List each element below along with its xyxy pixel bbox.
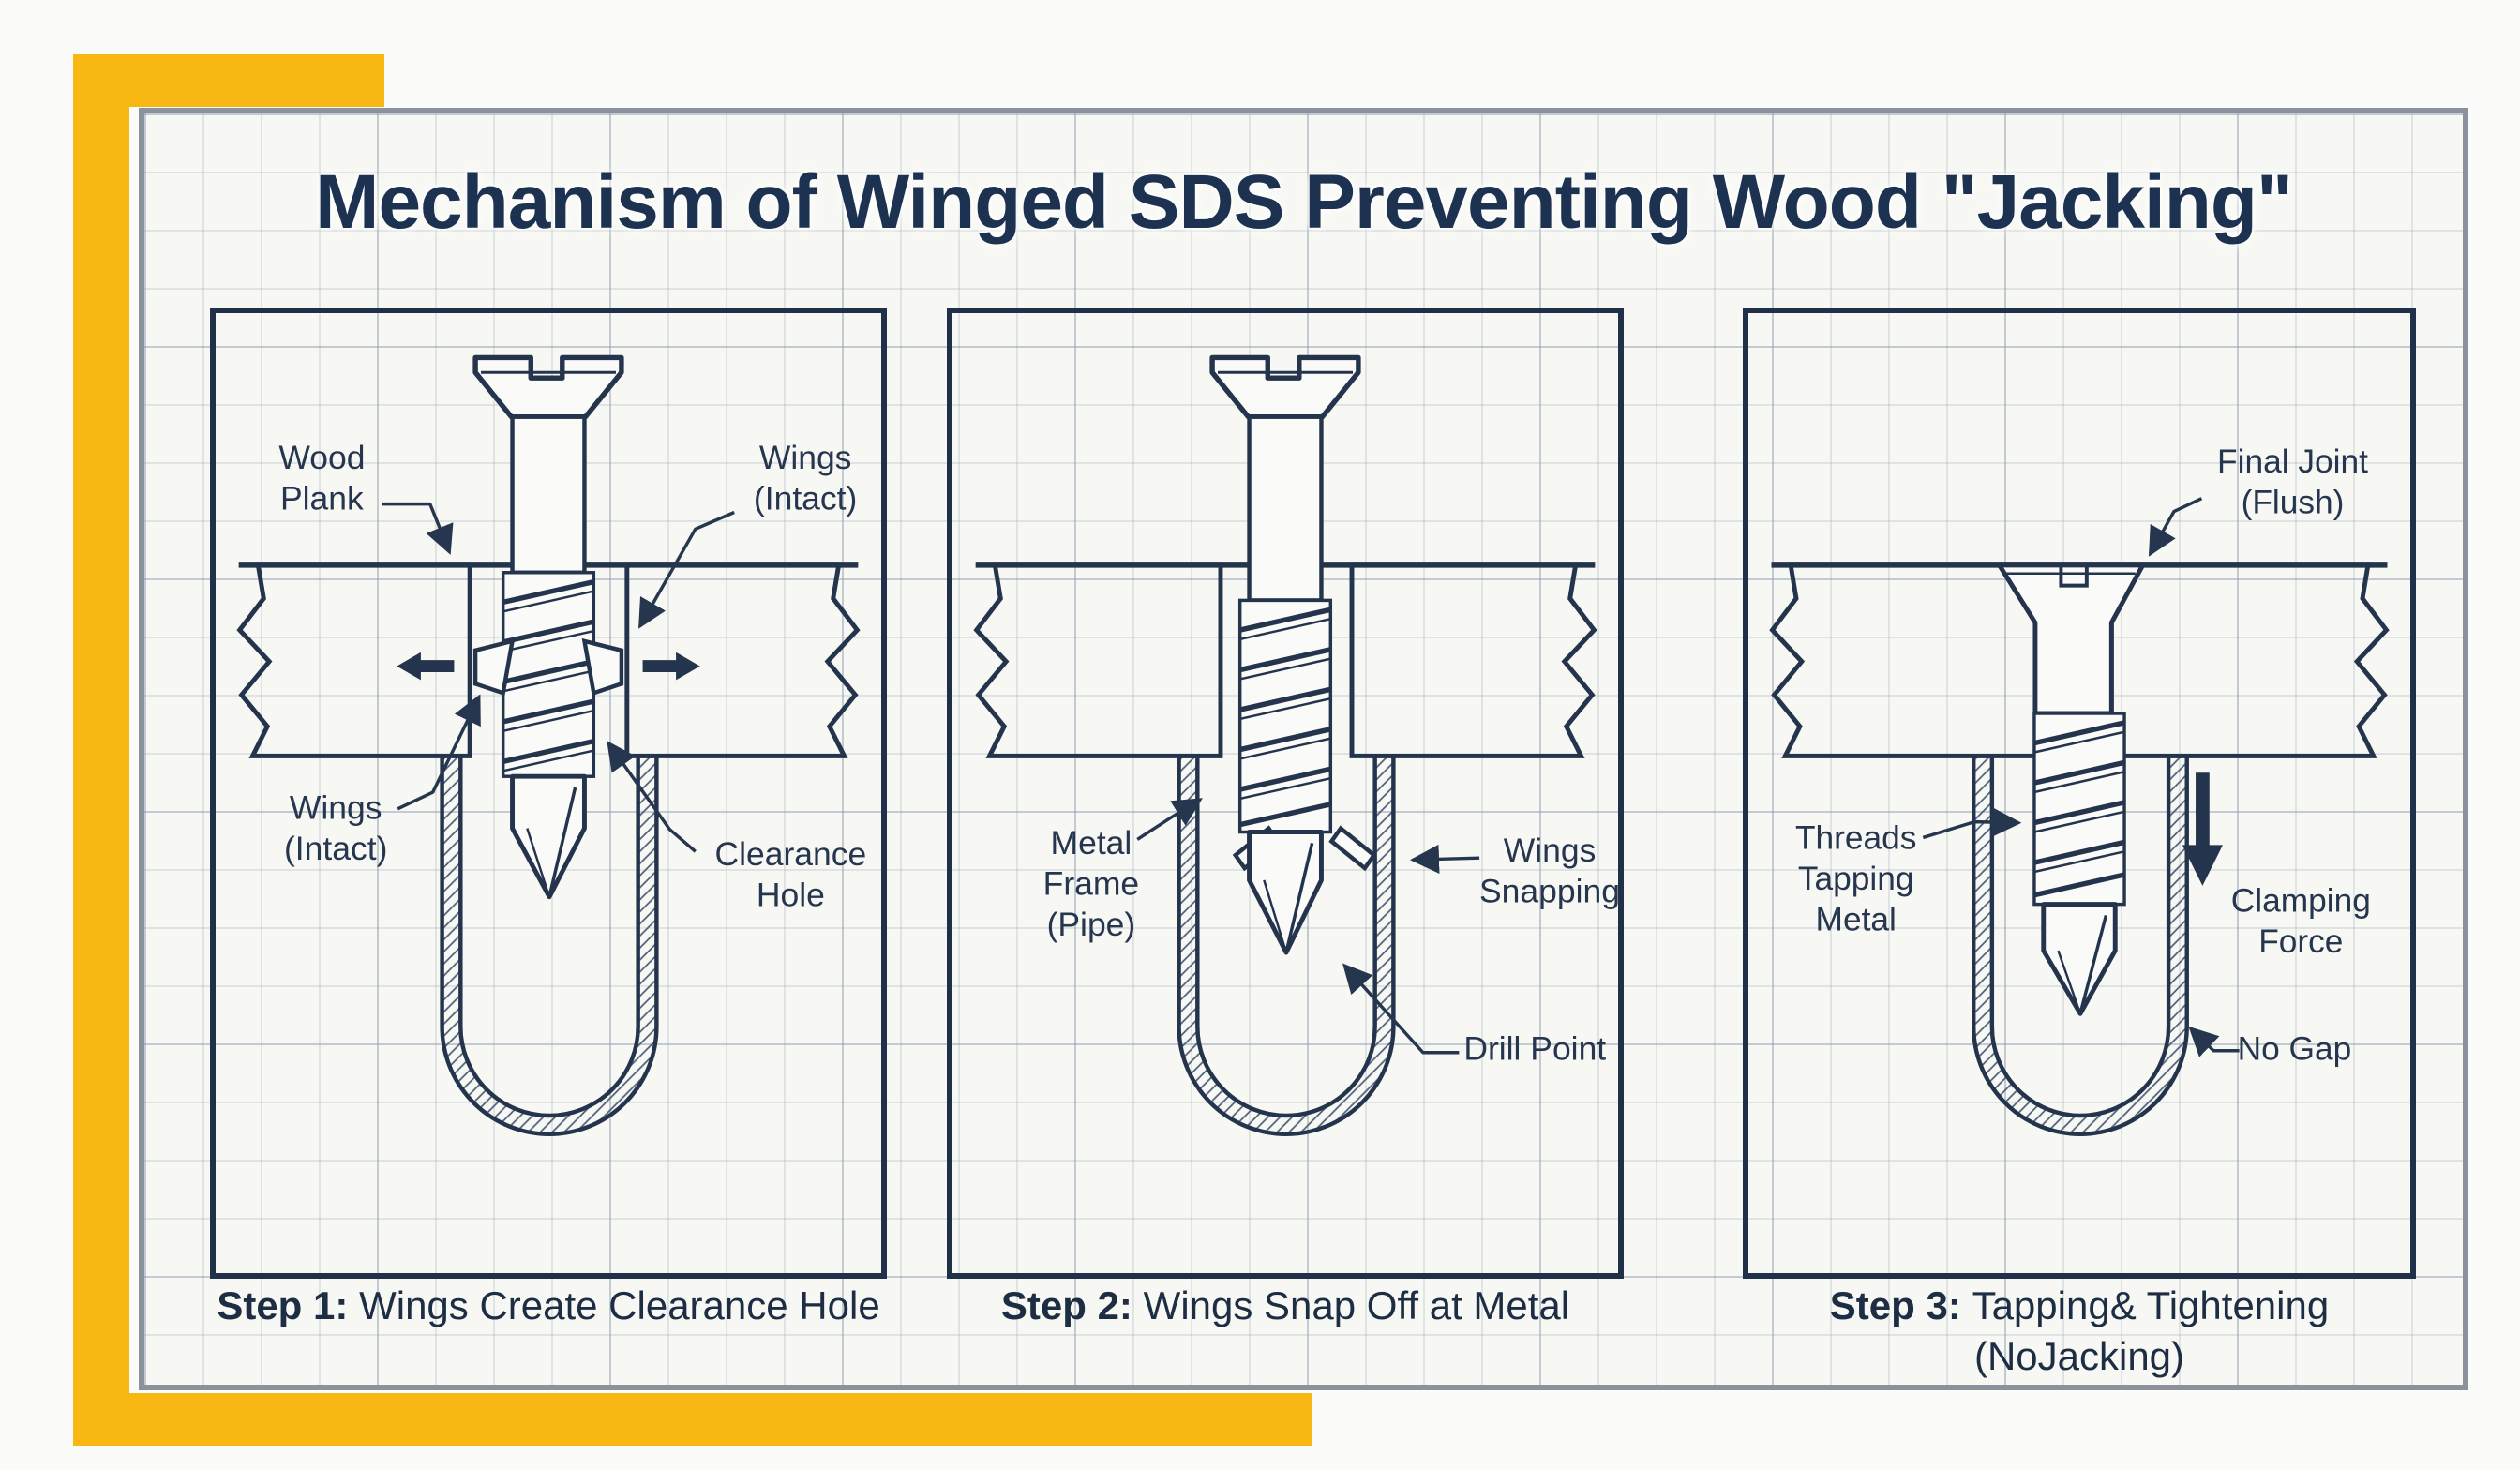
label-wings-intact-bottom: Wings: [290, 789, 382, 827]
label-drill-point: Drill Point: [1463, 1030, 1606, 1068]
leader-final-joint: [2148, 497, 2203, 557]
leader-drill-point: [1342, 963, 1460, 1055]
expansion-arrow-right: [642, 652, 700, 681]
screw-threads: [1239, 607, 1331, 828]
caption-step-1-bold: Step 1:: [217, 1283, 349, 1328]
drill-point: [1247, 830, 1324, 955]
label-clearance-hole: Clearance: [714, 835, 866, 873]
leader-no-gap: [2188, 1026, 2240, 1058]
leader-wings-top: [638, 510, 735, 629]
wood-plank-left: [1769, 562, 2038, 758]
metal-pipe: [1177, 754, 1396, 1136]
figure-step-1: Wood Plank Wings (Intact) Wings (Intact)…: [210, 308, 887, 1279]
wood-plank-right: [2108, 562, 2390, 758]
drill-point-flute-2: [526, 828, 551, 898]
leader-threads-tapping: [1922, 807, 2022, 840]
wood-plank-left: [973, 562, 1223, 758]
caption-step-2: Step 2:Wings Snap Off at Metal: [947, 1281, 1624, 1331]
label-threads-tapping-2: Tapping: [1798, 860, 1914, 897]
screw: [472, 354, 624, 900]
drill-point: [510, 773, 587, 900]
clamping-force-arrow: [2182, 772, 2223, 886]
caption-step-3: Step 3:Tapping& Tightening (NoJacking): [1743, 1281, 2416, 1382]
metal-pipe: [440, 754, 659, 1136]
caption-step-3-line2: (NoJacking): [1973, 1333, 2185, 1378]
screw: [1997, 562, 2146, 1016]
accent-bar-bottom: [73, 1393, 1312, 1446]
wing-right: [581, 638, 624, 697]
wing-left: [472, 638, 516, 697]
label-wings-intact-bottom-2: (Intact): [284, 830, 387, 867]
label-clamping-force: Clamping: [2231, 881, 2371, 919]
label-wings-intact-top: Wings: [759, 439, 852, 476]
screw-head: [472, 354, 624, 420]
screw-shank: [510, 414, 587, 575]
drill-point-flute-2: [1263, 879, 1288, 953]
accent-bar-left: [73, 54, 129, 1444]
screw-threads: [502, 578, 594, 772]
caption-step-2-bold: Step 2:: [1000, 1283, 1132, 1328]
caption-step-1: Step 1:Wings Create Clearance Hole: [210, 1281, 887, 1331]
screw-head-slot: [2059, 564, 2089, 588]
figure-step-3: Final Joint (Flush) Threads Tapping Meta…: [1743, 308, 2416, 1279]
accent-bar-top: [73, 54, 384, 107]
snapped-wing-right: [1328, 825, 1377, 872]
label-clamping-force-2: Force: [2258, 922, 2343, 960]
label-threads-tapping: Threads: [1795, 818, 1916, 856]
drill-point-flute: [2078, 915, 2108, 1014]
label-threads-tapping-3: Metal: [1816, 900, 1897, 938]
drill-point: [2041, 902, 2118, 1016]
diagram-step-1: Wood Plank Wings (Intact) Wings (Intact)…: [236, 354, 866, 1136]
leader-wings-snapping: [1409, 844, 1480, 874]
label-final-joint: Final Joint: [2217, 442, 2368, 480]
wood-plank-left: [236, 562, 472, 758]
label-wings-snapping-2: Snapping: [1479, 873, 1618, 910]
wood-plank-right: [1349, 562, 1598, 758]
expansion-arrow-left: [397, 652, 455, 681]
leader-metal-frame: [1136, 798, 1203, 841]
caption-step-3-text: Tapping& Tightening: [1972, 1283, 2330, 1328]
drill-point-flute: [548, 787, 578, 898]
screw-threads: [2033, 720, 2125, 898]
label-no-gap: No Gap: [2238, 1030, 2352, 1068]
label-metal-frame-2: Frame: [1043, 865, 1140, 903]
label-metal-frame-3: (Pipe): [1047, 906, 1136, 943]
blueprint-board: Mechanism of Winged SDS Preventing Wood …: [139, 108, 2468, 1390]
caption-step-3-bold: Step 3:: [1829, 1283, 1961, 1328]
label-wood-plank: Wood: [278, 439, 365, 476]
figure-step-2: Metal Frame (Pipe) Wings Snapping Drill …: [947, 308, 1624, 1279]
label-wood-plank-2: Plank: [280, 480, 364, 518]
page-title: Mechanism of Winged SDS Preventing Wood …: [315, 159, 2293, 245]
leader-clearance: [607, 741, 697, 853]
caption-step-2-text: Wings Snap Off at Metal: [1143, 1283, 1570, 1328]
leader-wings-bottom: [397, 694, 481, 811]
caption-step-1-text: Wings Create Clearance Hole: [359, 1283, 880, 1328]
screw-head: [1209, 354, 1361, 420]
label-wings-intact-top-2: (Intact): [754, 480, 857, 518]
metal-pipe: [1972, 754, 2189, 1136]
screw: [1209, 354, 1377, 955]
drill-point-flute: [1284, 842, 1314, 953]
label-metal-frame: Metal: [1051, 824, 1132, 862]
wood-plank-right: [624, 562, 861, 758]
diagram-step-3: Final Joint (Flush) Threads Tapping Meta…: [1769, 442, 2390, 1136]
drill-point-flute-2: [2057, 950, 2082, 1014]
label-clearance-hole-2: Hole: [757, 877, 825, 914]
diagram-step-2: Metal Frame (Pipe) Wings Snapping Drill …: [973, 354, 1618, 1136]
label-final-joint-2: (Flush): [2242, 483, 2345, 520]
screw-shank: [1247, 414, 1324, 603]
label-wings-snapping: Wings: [1504, 832, 1597, 869]
leader-wood-plank: [382, 502, 454, 555]
